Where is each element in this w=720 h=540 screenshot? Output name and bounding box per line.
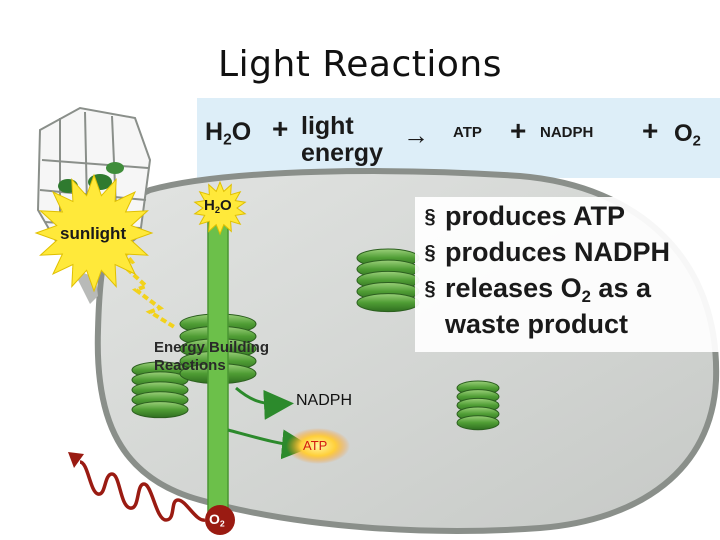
nadph-arrow (235, 386, 294, 420)
sunlight-starburst (34, 173, 154, 293)
equation-light-line2: energy (301, 139, 383, 167)
bullet-waste-product: waste product (445, 309, 629, 339)
equation-plus-2: + (510, 115, 527, 146)
o2-label: O2 (209, 511, 225, 529)
thylakoid-disc (456, 415, 500, 431)
sunlight-label: sunlight (60, 224, 127, 243)
stack-right (456, 380, 500, 431)
equation-atp: ATP (453, 124, 482, 141)
thylakoid-disc (356, 293, 420, 313)
equation-band (197, 98, 720, 178)
equation-light-line1: light (301, 112, 354, 140)
atp-product-label: ATP (303, 438, 328, 453)
light-bolt (116, 242, 178, 330)
slide-title: Light Reactions (218, 44, 502, 85)
bullet-releases-o2: §releases O2 as a (424, 273, 651, 307)
atp-glow (286, 428, 350, 464)
equation-arrow: → (403, 120, 429, 150)
heat-arrowhead (68, 452, 84, 468)
water-channel (208, 212, 228, 512)
h2o-label: H2O (204, 197, 232, 215)
equation-oxygen: O2 (674, 120, 701, 150)
bullet-produces-atp: §produces ATP (424, 201, 626, 231)
bullet-list: §produces ATP §produces NADPH §releases … (415, 197, 720, 352)
heat-squiggle (79, 460, 206, 522)
equation-nadph: NADPH (540, 124, 594, 141)
energy-building-line2: Reactions (154, 357, 226, 374)
equation-plus-3: + (642, 115, 659, 146)
equation-water: H2O (205, 118, 252, 149)
o2-circle (205, 505, 235, 535)
equation-plus-1: + (272, 113, 289, 144)
bullet-produces-nadph: §produces NADPH (424, 237, 671, 267)
nadph-product-label: NADPH (296, 392, 353, 409)
stack-upper-right (356, 248, 420, 313)
h2o-burst (193, 180, 247, 236)
thylakoid-disc (131, 401, 189, 419)
energy-building-line1: Energy Building (154, 339, 270, 356)
